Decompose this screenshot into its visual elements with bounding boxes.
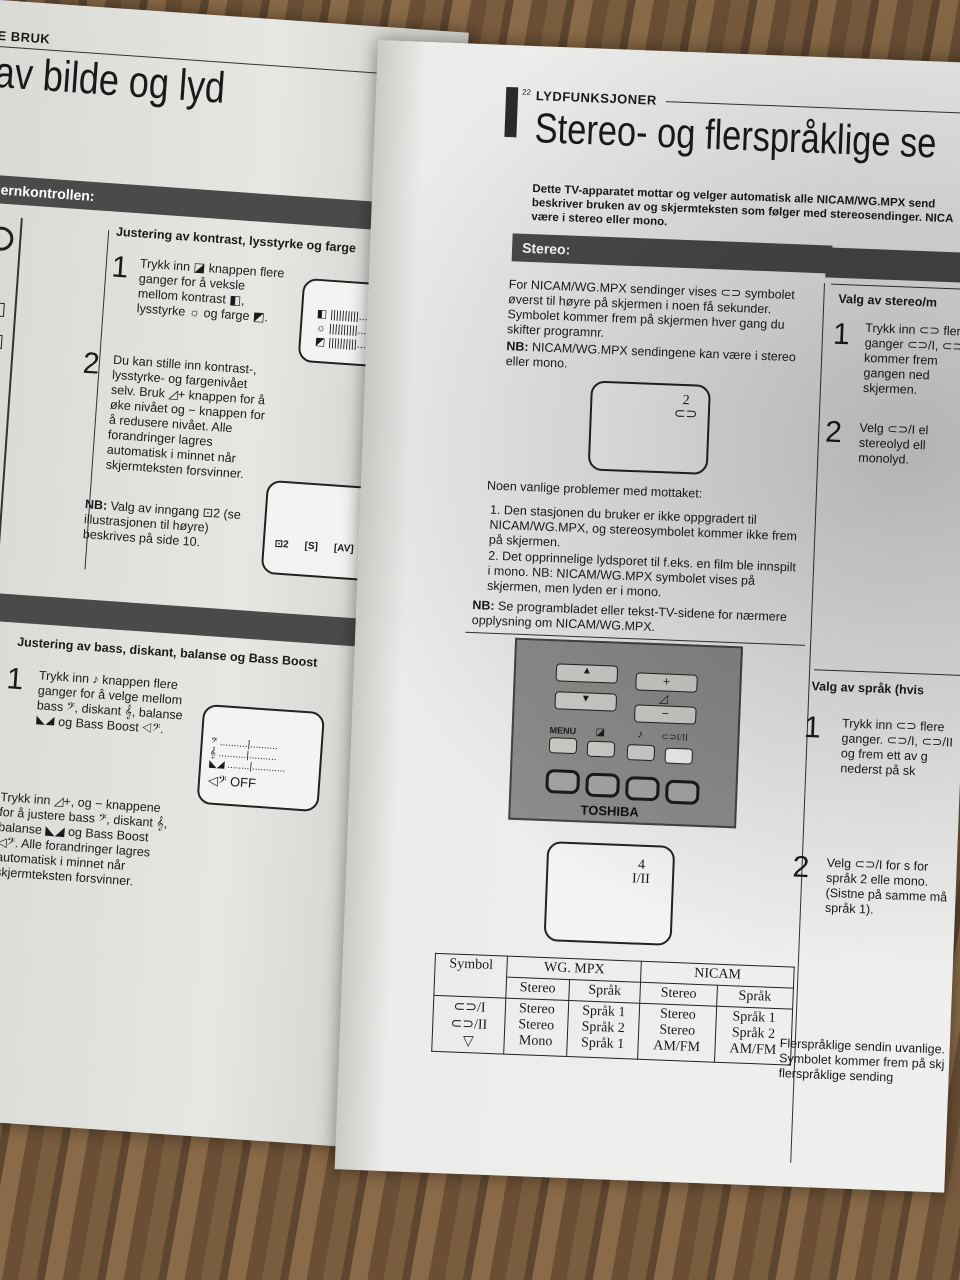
wg-sprak-header: Språk bbox=[568, 979, 641, 1004]
nb2-text: Se programbladet eller tekst-TV-sidene f… bbox=[471, 599, 788, 635]
wg-stereo-cell: Stereo Stereo Mono bbox=[503, 998, 569, 1057]
input-2-label: ⊡2 bbox=[274, 538, 290, 551]
header-marker bbox=[504, 86, 519, 138]
col2-lang1-text: Trykk inn ⊂⊃ flere ganger. ⊂⊃/I, ⊂⊃/II o… bbox=[840, 716, 954, 779]
col2-step1-number: 1 bbox=[832, 317, 851, 352]
right-page: 22 LYDFUNKSJONER Stereo- og flerspråklig… bbox=[334, 40, 960, 1193]
stereo-bar-extension bbox=[825, 247, 960, 284]
symbol-cell: ⊂⊃/I ⊂⊃/II ▽ bbox=[431, 995, 507, 1055]
remote-control-illustration: ▲ + ◿ ▼ − MENU ◪ ♪ ⊂⊃I/II TOSHIBA bbox=[508, 637, 743, 829]
input-av-label: [AV] bbox=[333, 542, 355, 555]
nicam-sprak-header: Språk bbox=[716, 985, 794, 1010]
nb1-label: NB: bbox=[506, 339, 529, 355]
channel-up-button[interactable]: ▲ bbox=[555, 663, 619, 684]
volume-icon: ◿ bbox=[658, 691, 669, 706]
col2-step2-number: 2 bbox=[824, 415, 843, 450]
problems-title: Noen vanlige problemer med mottaket: bbox=[486, 478, 703, 501]
intro-text: Dette TV-apparatet mottar og velger auto… bbox=[531, 183, 954, 229]
tv-screen-stereo-indicator: 2 ⊂⊃ bbox=[673, 393, 699, 423]
s2-step2-text: Trykk inn ◿+, og − knappene for å juster… bbox=[0, 789, 168, 889]
sound-settings-screen: 𝄢 ..........|..........𝄞 ..........|....… bbox=[196, 703, 326, 813]
input-options: ⊡2 [S] [AV] bbox=[274, 539, 354, 555]
menu-button[interactable] bbox=[548, 737, 578, 755]
stereo-icon: ⊂⊃ bbox=[673, 406, 698, 423]
language-subtitle: Valg av språk (hvis bbox=[811, 679, 925, 698]
stereo-mode-label: ⊂⊃I/II bbox=[661, 731, 689, 743]
s2-step1-number: 1 bbox=[5, 662, 25, 697]
channel-down-button[interactable]: ▼ bbox=[554, 691, 618, 712]
volume-minus-button[interactable]: − bbox=[633, 704, 697, 725]
stereo-bar: Stereo: bbox=[511, 233, 833, 274]
col2-lang2-number: 2 bbox=[791, 850, 810, 885]
right-page-title: Stereo- og flerspråklige se bbox=[533, 104, 938, 167]
brand-logo: TOSHIBA bbox=[580, 802, 640, 820]
menu-label: MENU bbox=[549, 725, 577, 737]
input-s-label: [S] bbox=[304, 540, 319, 553]
step2-number: 2 bbox=[81, 346, 101, 381]
language-indicator: I/II bbox=[631, 871, 651, 888]
symbol-table: Symbol WG. MPX NICAM Stereo Språk Stereo… bbox=[431, 953, 795, 1066]
right-col-rule bbox=[830, 283, 960, 291]
sound-level-lines: 𝄢 ..........|..........𝄞 ..........|....… bbox=[208, 736, 286, 775]
col2-step2-text: Velg ⊂⊃/I el stereolyd ell monolyd. bbox=[858, 420, 929, 467]
sound-icon: ♪ bbox=[637, 728, 644, 741]
step1-number: 1 bbox=[110, 250, 130, 285]
button-4[interactable]: 4 bbox=[0, 301, 5, 318]
left-page-title: av bilde og lyd bbox=[0, 47, 227, 113]
symbol-header: Symbol bbox=[433, 953, 508, 999]
sound-button[interactable] bbox=[626, 744, 656, 762]
step2-text: Du kan stille inn kontrast-, lysstyrke- … bbox=[105, 352, 266, 482]
multilingual-footer: Flerspråklige sendin uvanlige. Symbolet … bbox=[778, 1036, 946, 1085]
right-col-rule-2 bbox=[814, 669, 960, 676]
color-button-2[interactable] bbox=[585, 772, 621, 798]
volume-plus-button[interactable]: + bbox=[635, 672, 698, 693]
step1-text: Trykk inn ◪ knappen flere ganger for å v… bbox=[136, 256, 285, 325]
stereo-mono-subtitle: Valg av stereo/m bbox=[838, 291, 938, 310]
col2-lang2-text: Velg ⊂⊃/I for s for språk 2 elle mono. (… bbox=[824, 855, 948, 917]
left-header: E BRUK bbox=[0, 27, 51, 47]
picture-icon: ◪ bbox=[595, 726, 606, 739]
tv-screen-language: 4 I/II bbox=[543, 841, 676, 946]
stereo-mode-button[interactable] bbox=[664, 747, 694, 765]
s2-step1-text: Trykk inn ♪ knappen flere ganger for å v… bbox=[35, 668, 184, 737]
nb-label: NB: bbox=[84, 497, 108, 513]
nicam-stereo-cell: Stereo Stereo AM/FM bbox=[637, 1003, 717, 1063]
dial-icon bbox=[0, 225, 15, 252]
color-button-4[interactable] bbox=[664, 779, 700, 805]
picture-button[interactable] bbox=[586, 740, 616, 758]
tv-screen-language-indicator: 4 I/II bbox=[632, 858, 651, 887]
stereo-text: For NICAM/WG.MPX sendinger vises ⊂⊃ symb… bbox=[506, 277, 796, 340]
wg-stereo-header: Stereo bbox=[506, 977, 570, 1001]
nicam-stereo-header: Stereo bbox=[640, 982, 718, 1007]
nb-text: Valg av inngang ⊡2 (se illustrasjonen ti… bbox=[82, 498, 242, 550]
nb-note: NB: Valg av inngang ⊡2 (se illustrasjone… bbox=[82, 497, 255, 554]
color-button-3[interactable] bbox=[625, 776, 660, 802]
left-remote-strip: 4 8 bbox=[0, 215, 23, 578]
tv-screen-stereo: 2 ⊂⊃ bbox=[587, 380, 712, 475]
col2-step1-text: Trykk inn ⊂⊃ flere ganger ⊂⊃/I, ⊂⊃/II ko… bbox=[862, 320, 960, 397]
button-8[interactable]: 8 bbox=[0, 333, 3, 349]
page-number: 22 bbox=[521, 87, 532, 97]
color-button-1[interactable] bbox=[545, 768, 581, 795]
nb2-label: NB: bbox=[472, 598, 495, 613]
col2-lang1-number: 1 bbox=[803, 710, 822, 745]
bass-boost-off-label: ◁𝄢 OFF bbox=[207, 772, 257, 791]
wg-sprak-cell: Språk 1 Språk 2 Språk 1 bbox=[566, 1000, 641, 1060]
